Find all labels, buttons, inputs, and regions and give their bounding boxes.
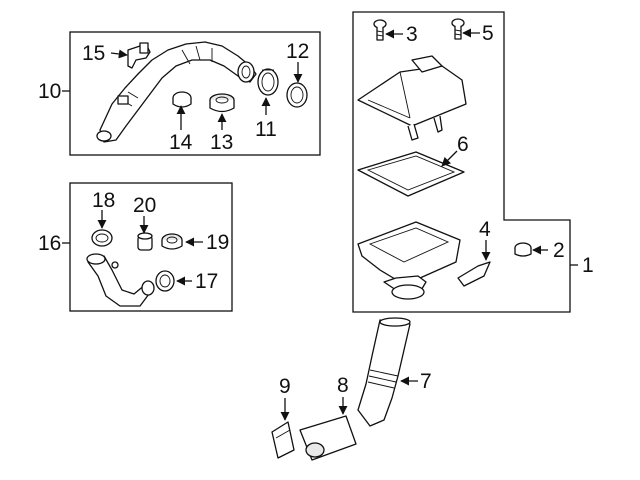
callout-20: 20 (133, 194, 156, 217)
grommet-part-19 (161, 233, 183, 250)
fitting-part-20 (137, 232, 153, 251)
callout-13: 13 (210, 131, 233, 154)
filter-element-part-6 (357, 151, 465, 197)
callout-7: 7 (420, 370, 432, 393)
callout-10: 10 (38, 80, 61, 103)
air-cleaner-cover (357, 55, 467, 141)
screw-part-3 (373, 19, 387, 41)
callout-18: 18 (92, 189, 115, 212)
clamp-part-17 (155, 270, 175, 292)
hose-part-16 (86, 253, 155, 307)
clamp-part-11 (257, 68, 279, 96)
screw-part-5 (451, 18, 465, 40)
callout-1: 1 (582, 254, 594, 277)
callout-14: 14 (169, 131, 193, 154)
callout-11: 11 (255, 118, 277, 141)
callout-8: 8 (337, 374, 349, 397)
callout-5: 5 (482, 22, 494, 45)
inlet-part-8 (299, 415, 357, 461)
callout-2: 2 (553, 239, 565, 262)
air-duct-part-7 (357, 317, 411, 427)
callout-16: 16 (38, 232, 61, 255)
insulator-part-2 (514, 242, 532, 257)
callout-9: 9 (279, 375, 291, 398)
callout-15: 15 (82, 42, 105, 65)
callout-6: 6 (457, 133, 469, 156)
group-box-air-cleaner (352, 11, 571, 313)
callout-3: 3 (406, 23, 418, 46)
group-box-hose (69, 182, 233, 312)
grommet-part-13 (209, 93, 235, 113)
callout-12: 12 (286, 40, 309, 63)
sensor-part-15 (127, 42, 151, 69)
callout-19: 19 (206, 231, 229, 254)
callout-17: 17 (195, 270, 218, 293)
clamp-part-18 (91, 229, 113, 247)
seal-part-12 (286, 82, 308, 108)
callout-4: 4 (479, 218, 491, 241)
cap-part-9 (271, 421, 295, 459)
intake-duct-part-10 (96, 41, 257, 143)
group-box-intake-duct (69, 31, 321, 156)
grommet-part-14 (172, 91, 192, 108)
air-cleaner-housing (357, 221, 461, 300)
bracket-part-4 (457, 261, 491, 287)
